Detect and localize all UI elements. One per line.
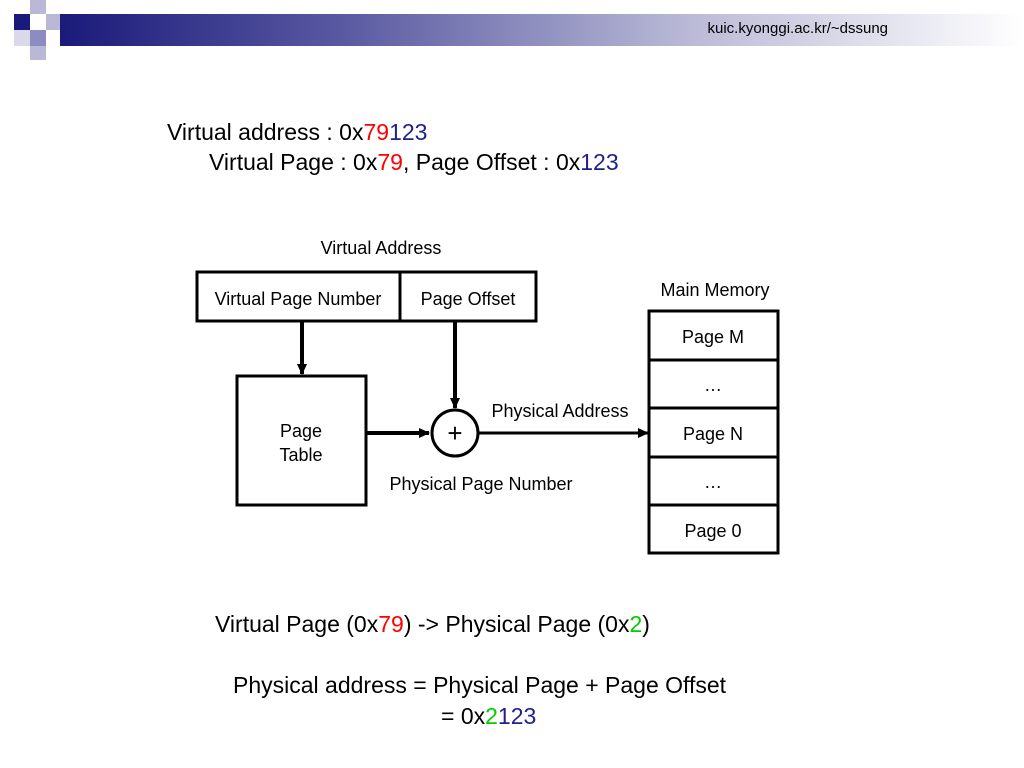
page-offset-label: , Page Offset : 0x [402,149,581,175]
virtual-page-label: Virtual Page : 0x [209,149,378,175]
virtual-address-vpn-digits: 79 [363,119,390,145]
mapping-line: Virtual Page (0x79) -> Physical Page (0x… [215,611,650,638]
vpn-box [195,270,402,323]
mapping-text-a: Virtual Page (0x [215,611,379,637]
header-square-dark [14,14,30,30]
result-prefix: = 0x [441,703,486,729]
result-line: = 0x2123 [441,703,536,730]
mapping-text-c: ) [642,611,650,637]
plus-icon: + [447,418,462,448]
page-table-label-line2: Table [279,445,322,465]
physical-address-label: Physical Address [491,401,628,421]
site-url: kuic.kyonggi.ac.kr/~dssung [707,20,888,37]
physical-page-number-label: Physical Page Number [389,474,572,494]
result-offset-digits: 123 [497,703,537,729]
virtual-address-offset-digits: 123 [389,119,428,145]
memory-cell-page-0: Page 0 [684,521,741,541]
main-memory-title: Main Memory [660,280,769,300]
offset-box [398,270,538,323]
mapping-vpn-digits: 79 [378,611,404,637]
mapping-text-b: ) -> Physical Page (0x [403,611,630,637]
page-table-box [235,374,368,507]
virtual-address-label: Virtual address : 0x [167,119,364,145]
virtual-address-line: Virtual address : 0x79123 [167,119,427,146]
vpn-box-label: Virtual Page Number [215,289,382,309]
header-square-light [46,14,60,30]
page-offset-digits: 123 [580,149,619,175]
header-gradient-bar [60,14,1024,46]
offset-box-label: Page Offset [421,289,516,309]
virtual-page-line: Virtual Page : 0x79, Page Offset : 0x123 [209,149,619,176]
memory-cell-page-n: Page N [683,424,743,444]
header-square-mid [30,30,46,46]
virtual-page-digits: 79 [377,149,403,175]
formula-line: Physical address = Physical Page + Page … [233,672,727,698]
page-table-label-line1: Page [280,421,322,441]
memory-cell-page-m: Page M [682,327,744,347]
memory-cell-ellipsis: … [704,472,722,492]
virtual-address-title: Virtual Address [321,238,442,258]
result-ppn-digit: 2 [485,703,498,729]
header-square-light [30,46,46,60]
header-square-light [30,0,46,14]
main-memory-block [647,309,780,555]
memory-cell-ellipsis: … [704,375,722,395]
header-square-light [14,30,30,46]
mapping-ppn-digit: 2 [629,611,643,637]
